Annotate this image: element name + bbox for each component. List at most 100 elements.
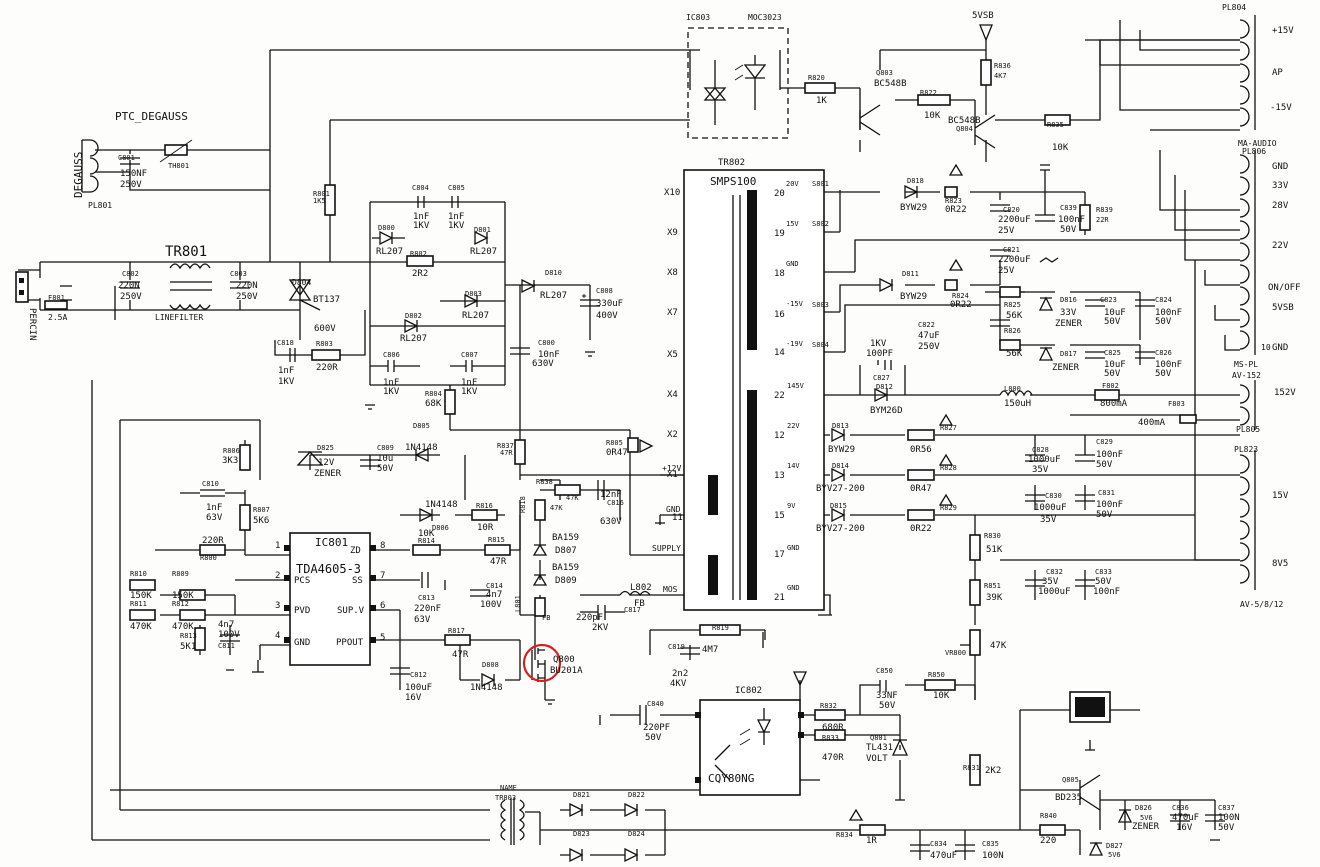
label-d824: D824 [628, 830, 645, 838]
label-d826-v2: ZENER [1132, 822, 1160, 832]
label-pin-8: 8 [380, 541, 385, 551]
label-r816: R816 [476, 502, 493, 510]
label-r850-v: 10K [933, 691, 950, 701]
label-s803: S803 [812, 301, 829, 309]
inductor-l800 [999, 390, 1033, 397]
fuse-f802 [1094, 389, 1120, 401]
label-d802: D802 [405, 312, 422, 320]
label-c802: C802 [122, 270, 139, 278]
label-d816: D816 [1060, 296, 1077, 304]
label-d826: D826 [1135, 804, 1152, 812]
label-v14s: 14V [787, 462, 800, 470]
label-r820-v: 1K [816, 96, 827, 106]
label-r819: R819 [712, 624, 729, 632]
label-c810-v1: 1nF [206, 503, 222, 513]
label-c801: C801 [118, 154, 135, 162]
label-c828-v1: 1000uF [1028, 455, 1061, 465]
label-c800: C800 [538, 339, 555, 347]
label-d816-v1: 33V [1060, 308, 1077, 318]
diode-d810 [521, 278, 536, 294]
label-r818: R818 [519, 496, 527, 513]
label-c816: C816 [607, 499, 624, 507]
label-x9: X9 [667, 228, 678, 238]
label-c805-v1: 1nF [448, 212, 464, 222]
label-q804: Q804 [956, 125, 973, 133]
resistor-r803 [311, 349, 341, 361]
label-c827-v1: 1KV [870, 339, 887, 349]
resistor-r838 [554, 484, 581, 496]
label-l800-v: 150uH [1004, 399, 1031, 409]
resistor-r802 [406, 255, 434, 267]
label-r814: R814 [418, 537, 435, 545]
label-c832: C832 [1046, 568, 1063, 576]
label-r820: R820 [808, 74, 825, 82]
label-c807-v1: 1nF [461, 378, 477, 388]
optotriac-ic803 [687, 27, 789, 139]
label-c837-v1: 100N [1218, 813, 1240, 823]
label-pin-22: 22 [774, 391, 785, 401]
label-perc-in: PERCIN [27, 308, 37, 341]
label-r833-v: 470R [822, 753, 844, 763]
resistor-r837 [514, 439, 526, 465]
resistor-r818 [534, 499, 546, 521]
label-d806-v: 1N4148 [425, 500, 458, 510]
diode-d801 [474, 230, 489, 246]
label-r837: R837 [497, 442, 514, 450]
label-r831: R831 [963, 764, 980, 772]
triac-d804 [288, 279, 321, 311]
resistor-r811 [129, 609, 156, 621]
label-r830-v: 51K [986, 545, 1003, 555]
capacitor-c813 [421, 572, 429, 588]
diode-d813 [831, 427, 846, 443]
label-c829-v2: 50V [1096, 460, 1113, 470]
label-r829: R829 [940, 504, 957, 512]
label-ptc-degauss: PTC_DEGAUSS [115, 110, 188, 123]
label-r831-v: 2K2 [985, 766, 1001, 776]
label-v33: 33V [1272, 181, 1289, 191]
label-m15v: -15V [1270, 103, 1292, 113]
diode-d806 [419, 507, 434, 523]
capacitor-c809 [360, 459, 380, 467]
label-r813: R813 [180, 632, 197, 640]
label-vr800-v: 47K [990, 641, 1007, 651]
resistor-r832 [814, 709, 846, 721]
label-c800-v2: 630V [532, 359, 554, 369]
connector-pl805 [1239, 380, 1256, 430]
resistor-r805 [627, 437, 654, 454]
label-c835-v: 100N [982, 851, 1004, 861]
label-c814: C814 [486, 582, 503, 590]
label-d815: D815 [830, 502, 847, 510]
label-c814-v2: 100V [480, 600, 502, 610]
label-c808: C808 [596, 287, 613, 295]
transistor-q804 [974, 114, 996, 149]
label-d800-v: RL207 [376, 247, 403, 257]
label-c819b-v1: 2n2 [672, 669, 688, 679]
label-r850: R850 [928, 671, 945, 679]
diode-d814 [831, 467, 846, 483]
label-q801-v2: VOLT [866, 754, 888, 764]
label-d814: D814 [832, 462, 849, 470]
label-vsb: 5VSB [972, 11, 994, 21]
label-c826-v2: 50V [1155, 369, 1172, 379]
label-c832-v2: 1000uF [1038, 587, 1071, 597]
label-pl806: PL806 [1242, 147, 1266, 156]
label-moc: MOC3023 [748, 13, 782, 22]
resistor-r827 [907, 413, 954, 441]
capacitor-c840 [639, 705, 647, 725]
label-c810: C810 [202, 480, 219, 488]
line-filter-tr801 [169, 263, 212, 310]
label-tr802: TR802 [718, 158, 745, 168]
label-c811: C811 [218, 642, 235, 650]
resistor-r825 [999, 286, 1021, 298]
label-m15s: -15V [786, 300, 804, 308]
label-r807-v: 5K6 [253, 516, 269, 526]
label-v85: 8V5 [1272, 559, 1288, 569]
label-c833: C833 [1095, 568, 1112, 576]
resistor-r826 [999, 339, 1021, 351]
diode-d818 [904, 184, 919, 200]
label-ic802: IC802 [735, 686, 762, 696]
label-name: NAME [500, 784, 517, 792]
label-x10: X10 [664, 188, 680, 198]
label-r800-v: 220R [202, 536, 224, 546]
label-c827: C827 [873, 374, 890, 382]
